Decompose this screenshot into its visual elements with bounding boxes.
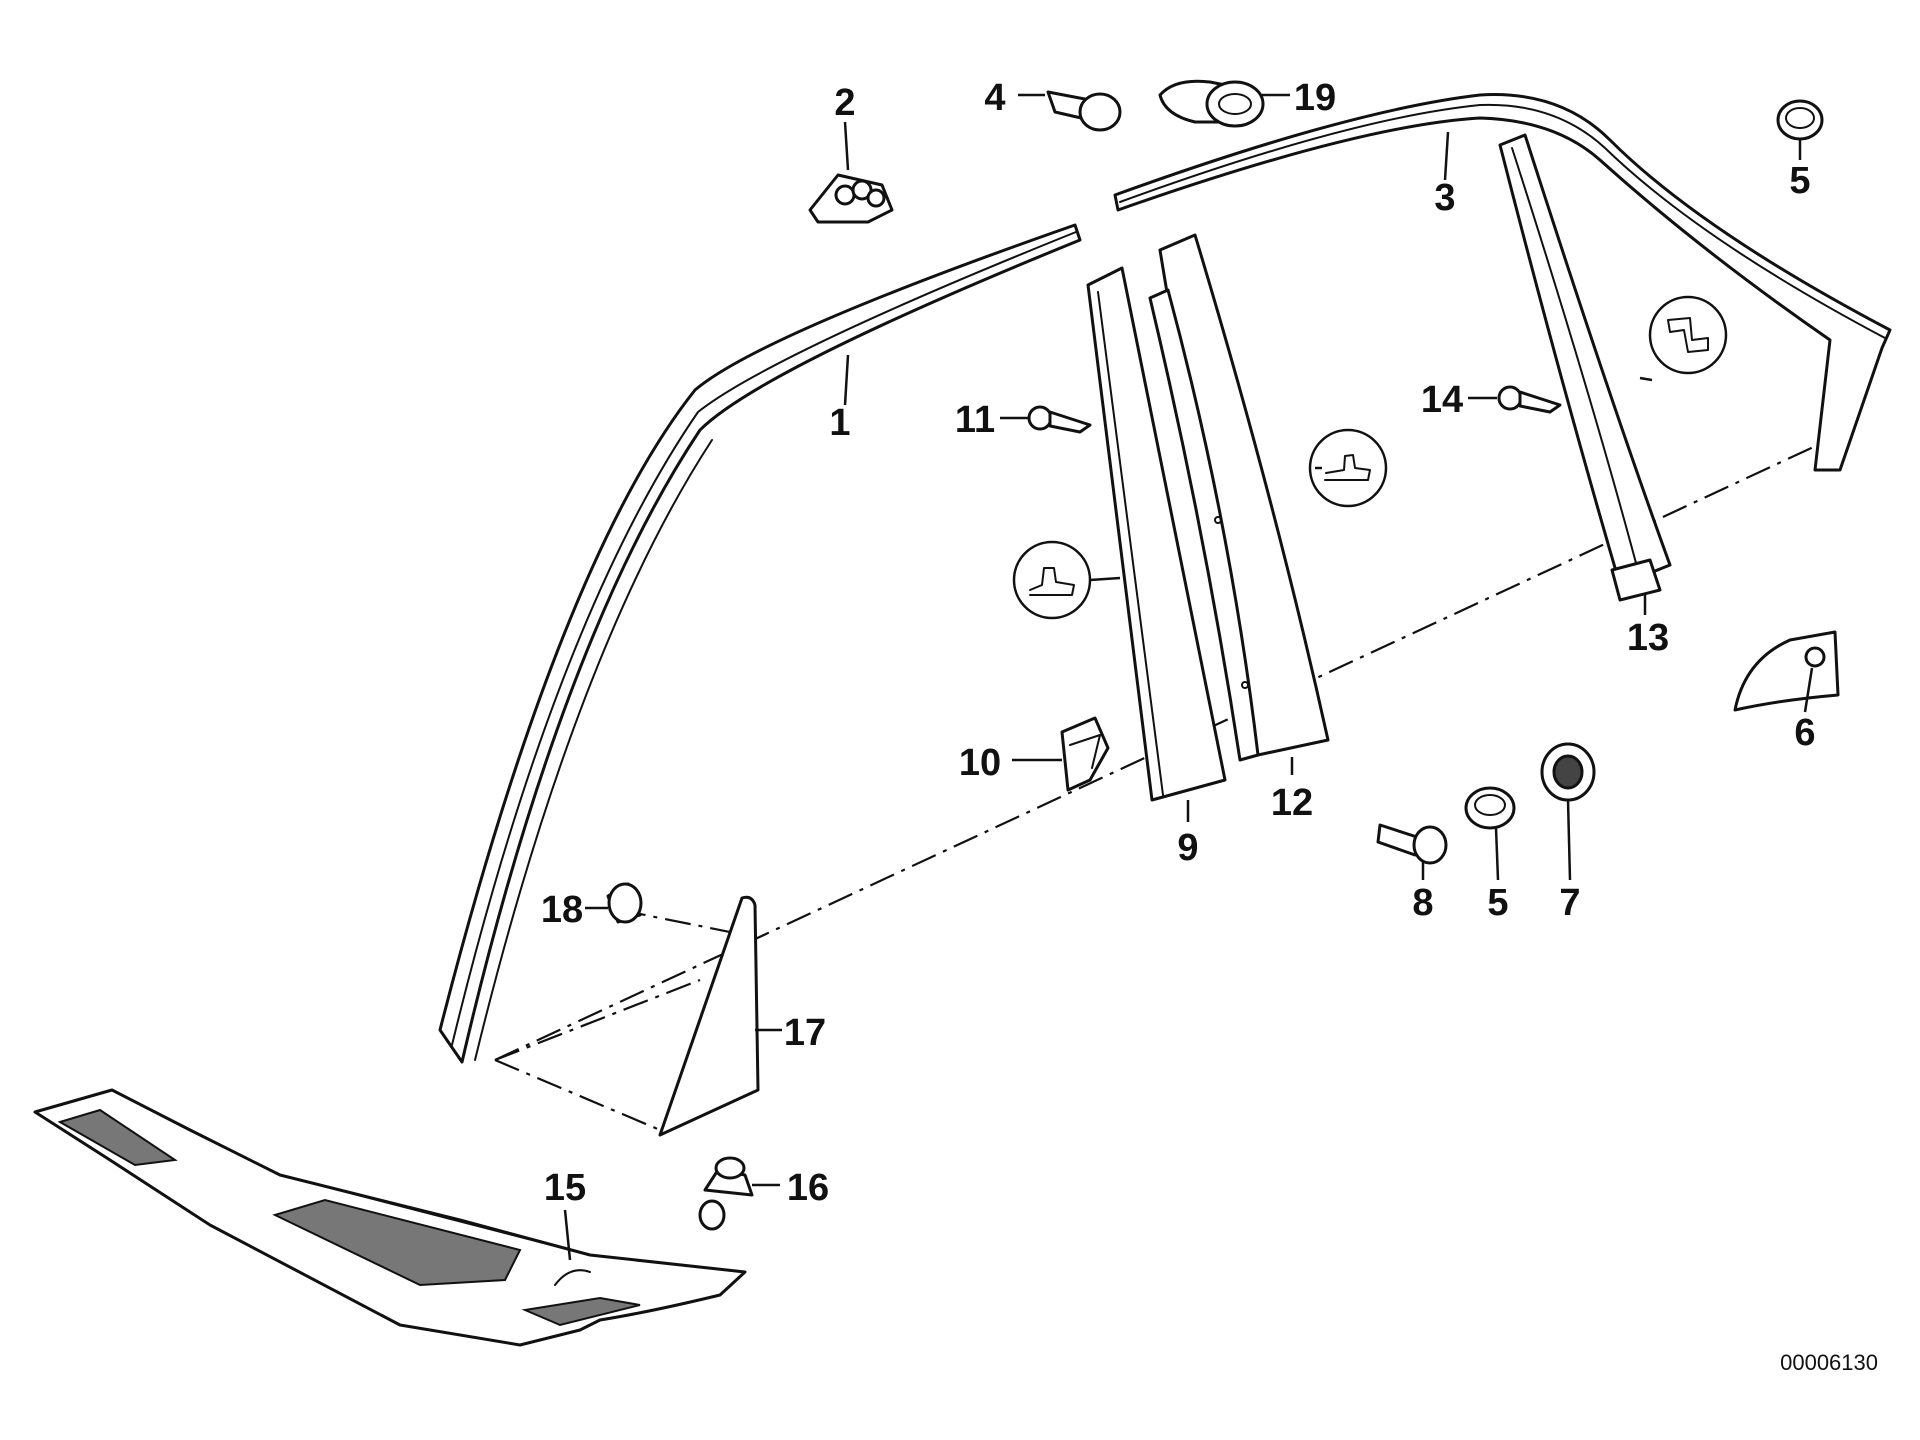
- part-19-grommet: [1158, 79, 1265, 128]
- callout-labels: 1 2 3 4 5 5 6 7 8 9 10 11 12 13 14 15 16…: [541, 77, 1816, 1209]
- callout-13: 13: [1627, 617, 1669, 659]
- part-9-pillar-trim: [1086, 266, 1227, 802]
- part-10-bracket: [1060, 716, 1110, 792]
- callout-5-lower: 5: [1487, 882, 1508, 924]
- callout-7: 7: [1559, 882, 1580, 924]
- callout-18: 18: [541, 889, 583, 931]
- document-number: 00006130: [1780, 1350, 1878, 1375]
- callout-8: 8: [1412, 882, 1433, 924]
- callout-9: 9: [1177, 827, 1198, 869]
- part-5-cap-lower: [1464, 786, 1516, 830]
- callout-1: 1: [829, 402, 850, 444]
- part-18-spacer: [606, 882, 643, 924]
- callout-5-top: 5: [1789, 160, 1810, 202]
- part-8-pin: [1376, 823, 1448, 865]
- part-7-grommet-ring: [1540, 742, 1596, 802]
- part-2-clip: [808, 173, 894, 224]
- part-11-screw: [1027, 405, 1092, 434]
- callout-6: 6: [1794, 712, 1815, 754]
- part-15-cowl-panel: [33, 1088, 747, 1347]
- part-5-cap-top: [1776, 99, 1824, 141]
- callout-19: 19: [1294, 77, 1336, 119]
- part-14-screw: [1497, 385, 1562, 414]
- part-13-rear-seal: [1498, 133, 1672, 602]
- callout-11: 11: [955, 399, 995, 441]
- callout-4: 4: [984, 77, 1005, 119]
- callout-3: 3: [1434, 177, 1455, 219]
- callout-2: 2: [834, 82, 855, 124]
- part-17-triangle-trim: [658, 895, 760, 1137]
- callout-17: 17: [784, 1012, 826, 1054]
- profile-detail-circles: [1012, 295, 1728, 620]
- part-12-pillar-cover: [1148, 233, 1330, 762]
- callout-12: 12: [1271, 782, 1313, 824]
- part-3-rear-frame-molding: [1113, 93, 1892, 472]
- part-4-bolt: [1046, 90, 1122, 132]
- callout-10: 10: [959, 742, 1001, 784]
- callout-14: 14: [1421, 379, 1463, 421]
- part-16-clip: [698, 1156, 754, 1231]
- callout-15: 15: [544, 1167, 586, 1209]
- callout-16: 16: [787, 1167, 829, 1209]
- part-6-cover-plate: [1733, 630, 1840, 712]
- leader-lines: [563, 93, 1814, 1261]
- part-1-front-frame-molding: [438, 223, 1082, 1064]
